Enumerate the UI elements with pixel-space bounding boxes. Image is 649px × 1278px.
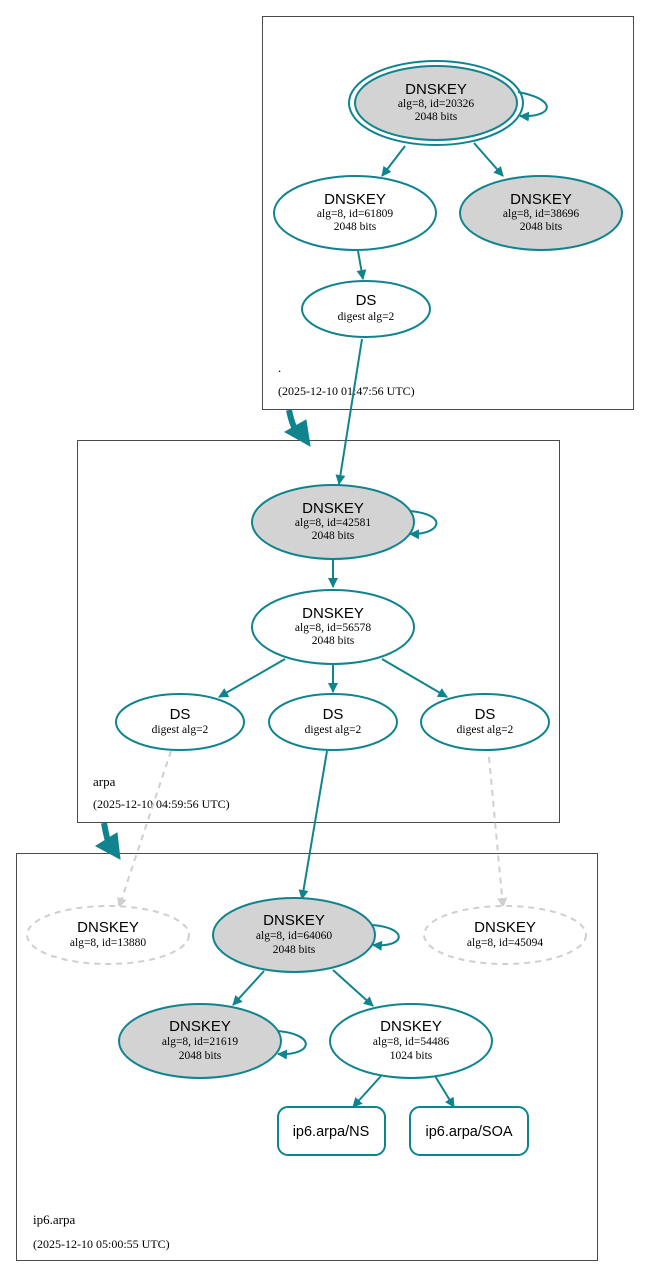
node-rr-ns[interactable]: ip6.arpa/NS (277, 1106, 386, 1156)
node-ip6-key2-detail: alg=8, id=21619 (162, 1036, 238, 1048)
node-root-ds[interactable]: DS digest alg=2 (301, 280, 431, 338)
node-ip6-missing1-detail: alg=8, id=13880 (70, 937, 146, 949)
zone-ip6-timestamp: (2025-12-10 05:00:55 UTC) (33, 1237, 170, 1251)
node-arpa-ds2[interactable]: DS digest alg=2 (268, 693, 398, 751)
edge-root-ksk-zsk1 (381, 145, 406, 177)
edge-ip6-zsk-soa (434, 1075, 455, 1108)
node-arpa-ds1-detail: digest alg=2 (152, 724, 209, 736)
edge-arpa-ds3-ip6-missing2 (488, 756, 508, 908)
node-ip6-key2-bits: 2048 bits (179, 1050, 222, 1062)
zone-root-timestamp: (2025-12-10 01:47:56 UTC) (278, 384, 415, 398)
node-ip6-missing1-type: DNSKEY (77, 919, 139, 936)
edge-root-zsk1-ds (356, 250, 367, 280)
node-rr-soa[interactable]: ip6.arpa/SOA (409, 1106, 529, 1156)
delegation-edge-root-arpa (283, 409, 311, 447)
node-ip6-missing2[interactable]: DNSKEY alg=8, id=45094 (423, 905, 587, 965)
edge-root-ds-arpa-ksk (335, 338, 363, 485)
edge-root-ksk-zsk2 (473, 142, 504, 177)
node-ip6-key2[interactable]: DNSKEY alg=8, id=21619 2048 bits (118, 1003, 282, 1079)
edge-arpa-ksk-self (409, 510, 438, 540)
edge-arpa-ds2-ip6-ksk (298, 750, 328, 900)
edge-ip6-ksk-self (371, 924, 400, 951)
node-arpa-zsk-detail: alg=8, id=56578 (295, 622, 371, 634)
node-ip6-missing1[interactable]: DNSKEY alg=8, id=13880 (26, 905, 190, 965)
node-root-ksk-detail: alg=8, id=20326 (398, 98, 474, 110)
edge-ip6-ksk-key2 (232, 970, 265, 1006)
zone-ip6-name: ip6.arpa (33, 1212, 75, 1227)
node-ip6-missing2-type: DNSKEY (474, 919, 536, 936)
zone-arpa-timestamp: (2025-12-10 04:59:56 UTC) (93, 797, 230, 811)
edge-ip6-ksk-zsk (332, 969, 374, 1007)
edge-ip6-key2-self (277, 1030, 307, 1060)
node-root-zsk1[interactable]: DNSKEY alg=8, id=61809 2048 bits (273, 175, 437, 251)
node-arpa-ds3-type: DS (475, 706, 496, 723)
node-ip6-ksk[interactable]: DNSKEY alg=8, id=64060 2048 bits (212, 897, 376, 973)
delegation-edge-arpa-ip6 (95, 822, 121, 860)
node-ip6-zsk-type: DNSKEY (380, 1018, 442, 1035)
node-root-ds-type: DS (356, 292, 377, 309)
zone-root-name: . (278, 360, 281, 375)
node-arpa-ds2-detail: digest alg=2 (305, 724, 362, 736)
node-arpa-ksk-type: DNSKEY (302, 500, 364, 517)
node-root-zsk1-detail: alg=8, id=61809 (317, 208, 393, 220)
node-ip6-zsk-bits: 1024 bits (390, 1050, 433, 1062)
edge-arpa-zsk-ds1 (218, 658, 286, 698)
node-root-ds-detail: digest alg=2 (338, 311, 395, 323)
node-root-zsk2[interactable]: DNSKEY alg=8, id=38696 2048 bits (459, 175, 623, 251)
edge-arpa-zsk-ds3 (381, 658, 448, 698)
node-arpa-ksk-bits: 2048 bits (312, 530, 355, 542)
node-arpa-ds1-type: DS (170, 706, 191, 723)
node-arpa-ksk[interactable]: DNSKEY alg=8, id=42581 2048 bits (251, 484, 415, 560)
node-root-zsk2-bits: 2048 bits (520, 221, 563, 233)
node-arpa-ds1[interactable]: DS digest alg=2 (115, 693, 245, 751)
node-ip6-ksk-bits: 2048 bits (273, 944, 316, 956)
node-ip6-missing2-detail: alg=8, id=45094 (467, 937, 543, 949)
node-arpa-zsk[interactable]: DNSKEY alg=8, id=56578 2048 bits (251, 589, 415, 665)
node-rr-soa-label: ip6.arpa/SOA (425, 1124, 512, 1140)
node-arpa-ds3-detail: digest alg=2 (457, 724, 514, 736)
zone-arpa-name: arpa (93, 774, 116, 789)
node-ip6-ksk-type: DNSKEY (263, 912, 325, 929)
node-root-ksk-type: DNSKEY (405, 81, 467, 98)
edge-ip6-zsk-ns (352, 1075, 382, 1108)
node-ip6-zsk-detail: alg=8, id=54486 (373, 1036, 449, 1048)
node-arpa-zsk-bits: 2048 bits (312, 635, 355, 647)
node-root-ksk-bits: 2048 bits (415, 111, 458, 123)
node-rr-ns-label: ip6.arpa/NS (293, 1124, 370, 1140)
node-root-ksk[interactable]: DNSKEY alg=8, id=20326 2048 bits (348, 60, 524, 146)
edge-arpa-ds1-ip6-missing1 (117, 750, 172, 908)
node-ip6-zsk[interactable]: DNSKEY alg=8, id=54486 1024 bits (329, 1003, 493, 1079)
node-ip6-key2-type: DNSKEY (169, 1018, 231, 1035)
node-ip6-ksk-detail: alg=8, id=64060 (256, 930, 332, 942)
node-arpa-zsk-type: DNSKEY (302, 605, 364, 622)
node-root-zsk1-type: DNSKEY (324, 191, 386, 208)
node-root-zsk2-detail: alg=8, id=38696 (503, 208, 579, 220)
edge-root-ksk-self (517, 91, 548, 122)
node-root-zsk2-type: DNSKEY (510, 191, 572, 208)
node-arpa-ds2-type: DS (323, 706, 344, 723)
node-arpa-ksk-detail: alg=8, id=42581 (295, 517, 371, 529)
node-root-zsk1-bits: 2048 bits (334, 221, 377, 233)
node-arpa-ds3[interactable]: DS digest alg=2 (420, 693, 550, 751)
